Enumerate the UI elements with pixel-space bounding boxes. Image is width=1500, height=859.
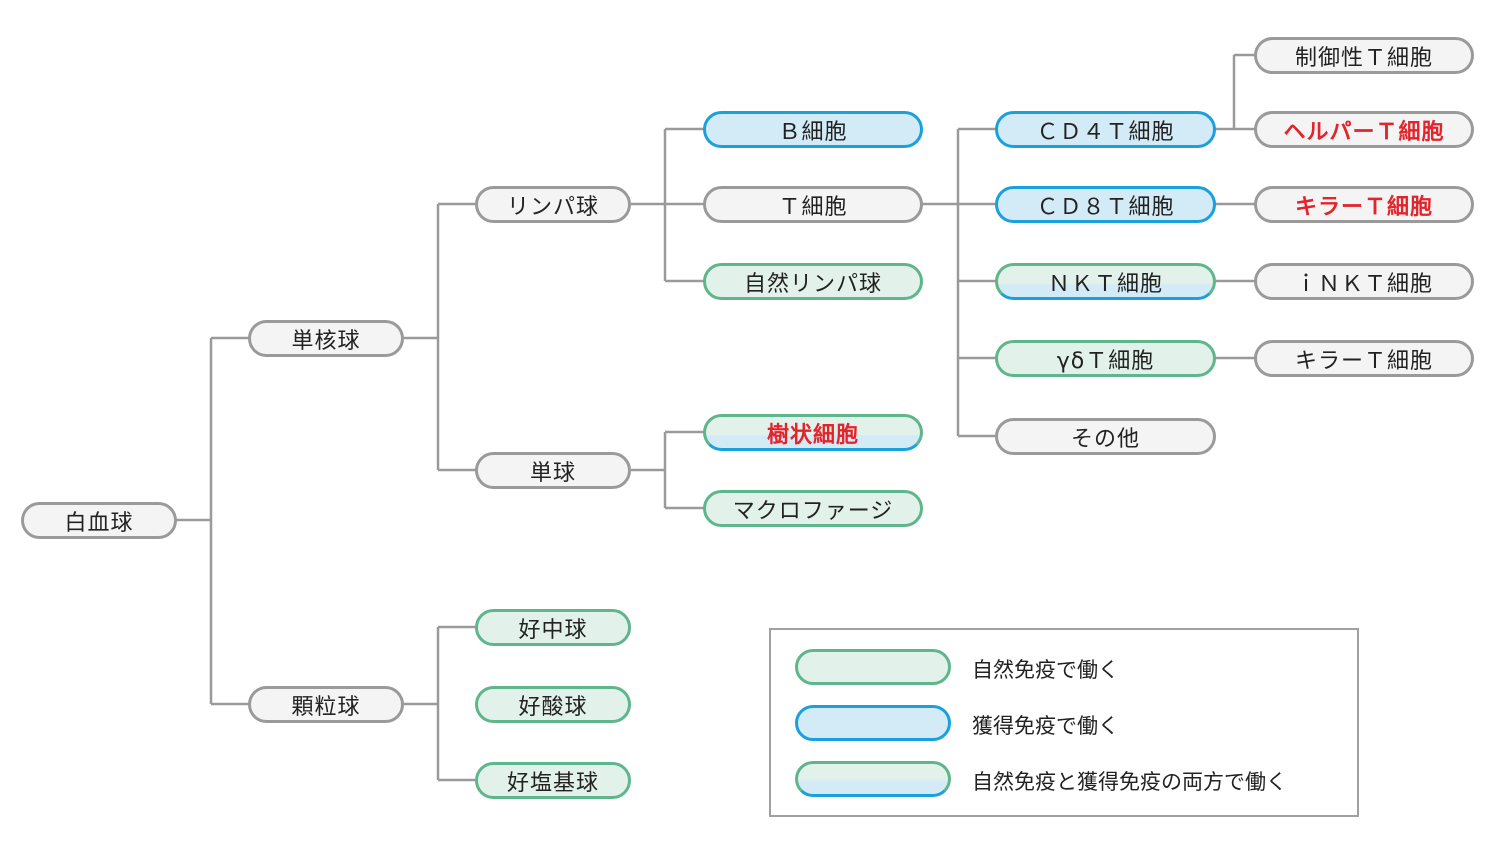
- node-monocyte-label: 単球: [529, 460, 576, 486]
- node-innate-lymphoid: 自然リンパ球: [703, 263, 923, 300]
- legend: 自然免疫で働く 獲得免疫で働く 自然免疫と獲得免疫の両方で働く: [769, 628, 1359, 817]
- node-granulocyte: 顆粒球: [248, 686, 404, 723]
- node-wbc-label: 白血球: [64, 510, 134, 536]
- legend-label-both: 自然免疫と獲得免疫の両方で働く: [972, 770, 1287, 794]
- node-b-cell-label: Ｂ細胞: [778, 119, 848, 145]
- node-killer: キラーＴ細胞: [1254, 186, 1474, 223]
- node-t-cell: Ｔ細胞: [703, 186, 923, 223]
- node-inkt-label: ｉＮＫＴ細胞: [1294, 271, 1433, 297]
- node-gd-killer: キラーＴ細胞: [1254, 340, 1474, 377]
- node-neutrophil: 好中球: [475, 609, 631, 646]
- legend-label-innate: 自然免疫で働く: [972, 658, 1119, 682]
- legend-label-acquired: 獲得免疫で働く: [972, 714, 1119, 738]
- node-t-cell-label: Ｔ細胞: [778, 194, 848, 220]
- node-gd-killer-label: キラーＴ細胞: [1294, 348, 1433, 374]
- legend-swatch-both: [795, 761, 951, 797]
- node-helper: ヘルパーＴ細胞: [1254, 111, 1474, 148]
- node-monocyte: 単球: [475, 452, 631, 489]
- node-eosinophil: 好酸球: [475, 686, 631, 723]
- node-helper-label: ヘルパーＴ細胞: [1283, 119, 1445, 145]
- node-gamma-delta: γδＴ細胞: [995, 340, 1216, 377]
- node-cd4-label: ＣＤ４Ｔ細胞: [1036, 119, 1175, 145]
- node-cd4: ＣＤ４Ｔ細胞: [995, 111, 1216, 148]
- node-innate-lymphoid-label: 自然リンパ球: [743, 271, 882, 297]
- node-mononuclear-label: 単核球: [291, 328, 361, 354]
- node-treg-label: 制御性Ｔ細胞: [1294, 45, 1433, 71]
- node-gamma-delta-label: γδＴ細胞: [1056, 348, 1155, 374]
- node-neutrophil-label: 好中球: [518, 617, 588, 643]
- node-basophil: 好塩基球: [475, 762, 631, 799]
- node-other-label: その他: [1070, 426, 1140, 452]
- node-mononuclear: 単核球: [248, 320, 404, 357]
- legend-swatch-acquired: [795, 705, 951, 741]
- node-dendritic: 樹状細胞: [703, 414, 923, 451]
- node-treg: 制御性Ｔ細胞: [1254, 37, 1474, 74]
- node-cd8-label: ＣＤ８Ｔ細胞: [1036, 194, 1175, 220]
- node-macrophage-label: マクロファージ: [732, 498, 894, 524]
- node-lymphocyte: リンパ球: [475, 186, 631, 223]
- node-inkt: ｉＮＫＴ細胞: [1254, 263, 1474, 300]
- legend-swatch-innate: [795, 649, 951, 685]
- node-dendritic-label: 樹状細胞: [766, 422, 859, 448]
- node-macrophage: マクロファージ: [703, 490, 923, 527]
- node-other: その他: [995, 418, 1216, 455]
- node-lymphocyte-label: リンパ球: [506, 194, 599, 220]
- node-killer-label: キラーＴ細胞: [1294, 194, 1433, 220]
- node-cd8: ＣＤ８Ｔ細胞: [995, 186, 1216, 223]
- node-eosinophil-label: 好酸球: [518, 694, 588, 720]
- node-nkt: ＮＫＴ細胞: [995, 263, 1216, 300]
- node-nkt-label: ＮＫＴ細胞: [1047, 271, 1163, 297]
- node-basophil-label: 好塩基球: [506, 770, 599, 796]
- node-b-cell: Ｂ細胞: [703, 111, 923, 148]
- node-wbc: 白血球: [21, 502, 177, 539]
- node-granulocyte-label: 顆粒球: [291, 694, 361, 720]
